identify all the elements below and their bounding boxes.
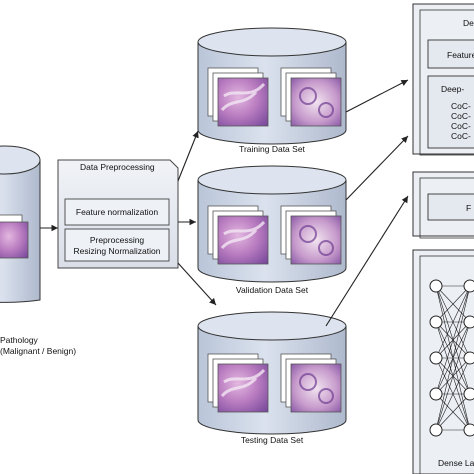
preprocessing-title: Data Preprocessing	[80, 162, 155, 172]
arrow-validation-to-model	[345, 135, 409, 201]
dense-node	[463, 279, 474, 293]
dense-node	[463, 315, 474, 329]
source-tissue-image	[0, 221, 29, 259]
coc-item-1: CoC-	[451, 101, 471, 111]
feature-label: Feature	[447, 50, 474, 60]
dense-layer-block	[412, 249, 474, 474]
testing-tissue-benign	[290, 363, 342, 413]
model-block-middle	[412, 171, 474, 239]
dense-connections	[435, 285, 471, 431]
source-cylinder	[0, 145, 41, 303]
model-block-top	[412, 3, 474, 156]
training-tissue-benign	[290, 77, 342, 127]
training-cylinder	[197, 27, 347, 145]
dense-node	[463, 351, 474, 365]
dense-node	[429, 315, 443, 329]
deep-features-box	[427, 75, 474, 149]
arrow-to-training	[177, 130, 199, 182]
feature-normalization-label: Feature normalization	[76, 207, 158, 217]
validation-label: Validation Data Set	[236, 285, 309, 295]
source-label-line2: (Malignant / Benign)	[0, 346, 76, 356]
dense-node	[429, 387, 443, 401]
testing-label: Testing Data Set	[241, 435, 304, 445]
preprocessing-box	[57, 159, 179, 269]
middle-f-label: F	[466, 203, 471, 213]
dense-node	[429, 423, 443, 437]
f-box	[427, 193, 474, 221]
coc-item-2: CoC-	[451, 111, 471, 121]
dense-node	[463, 423, 474, 437]
resizing-normalization-label: Resizing Normalization	[74, 246, 161, 256]
validation-tissue-benign	[290, 215, 342, 265]
resizing-normalization-box	[64, 228, 170, 262]
arrow-to-testing	[177, 262, 217, 306]
coc-item-3: CoC-	[451, 121, 471, 131]
testing-cylinder	[197, 311, 347, 435]
dense-layer-label: Dense Lay	[438, 458, 474, 468]
training-label: Training Data Set	[239, 144, 305, 154]
dense-node	[463, 387, 474, 401]
validation-cylinder	[197, 165, 347, 283]
source-label-line1: Pathology	[0, 335, 39, 345]
coc-item-4: CoC-	[451, 131, 471, 141]
dense-node	[429, 351, 443, 365]
feature-normalization-box	[64, 198, 170, 226]
preprocessing-label: Preprocessing	[90, 235, 145, 245]
deep-label: Deep-	[441, 84, 464, 94]
model-top-title: Deep	[463, 18, 474, 28]
dense-node	[429, 279, 443, 293]
feature-box	[427, 39, 474, 69]
arrow-testing-to-model	[325, 195, 409, 327]
arrow-training-to-model	[345, 79, 409, 113]
